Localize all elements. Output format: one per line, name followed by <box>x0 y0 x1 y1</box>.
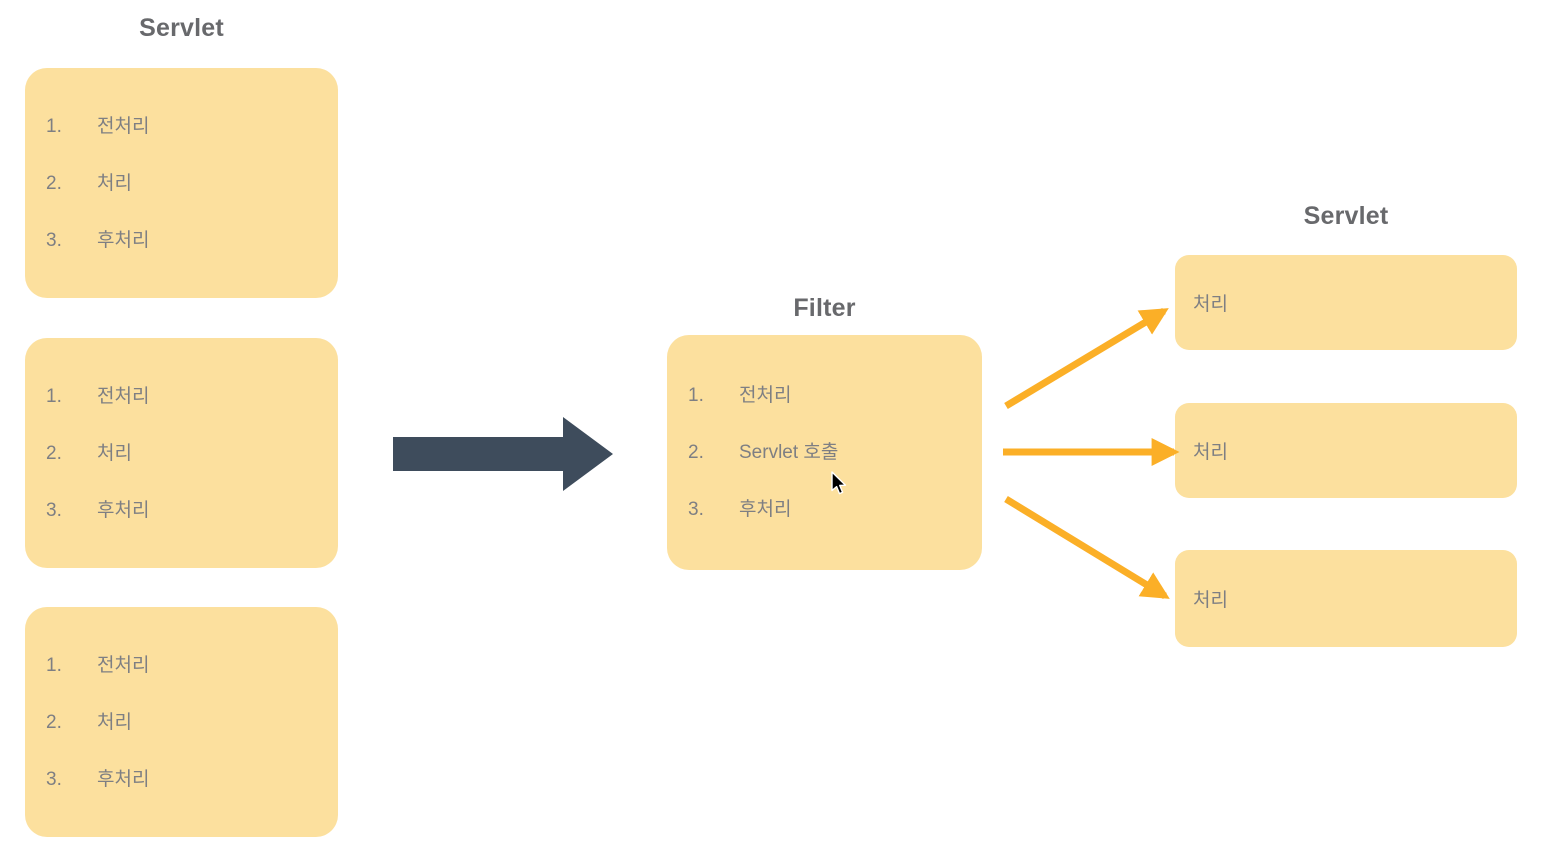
filter-to-servlet-arrow-3 <box>1004 496 1170 599</box>
item-number: 2. <box>688 442 704 463</box>
box-label: 처리 <box>1193 294 1228 315</box>
item-label: 처리 <box>97 442 132 464</box>
mouse-cursor-icon <box>831 471 847 495</box>
item-label: 후처리 <box>97 768 150 790</box>
item-label: 처리 <box>97 711 132 733</box>
list-item: 2. Servlet 호출 <box>688 442 982 463</box>
box-label: 처리 <box>1193 590 1228 611</box>
list-item: 2. 처리 <box>46 173 338 194</box>
box-label: 처리 <box>1193 442 1228 463</box>
transform-arrow <box>393 417 613 491</box>
servlet-after-title: Servlet <box>1303 202 1389 230</box>
item-number: 3. <box>46 229 62 251</box>
item-number: 2. <box>46 442 62 464</box>
item-label: 전처리 <box>97 385 150 407</box>
item-label: 후처리 <box>739 499 792 520</box>
list-item: 1. 전처리 <box>46 116 338 137</box>
list-item: 3. 후처리 <box>46 230 338 251</box>
list-item: 1. 전처리 <box>46 386 338 407</box>
filter-box: 1. 전처리 2. Servlet 호출 3. 후처리 <box>667 335 982 570</box>
item-number: 3. <box>688 499 704 520</box>
servlet-lifecycle-box-1: 1. 전처리 2. 처리 3. 후처리 <box>25 68 338 298</box>
item-label: 전처리 <box>97 115 150 137</box>
list-item: 3. 후처리 <box>46 769 338 790</box>
list-item: 2. 처리 <box>46 443 338 464</box>
list-item: 2. 처리 <box>46 712 338 733</box>
list-item: 1. 전처리 <box>688 385 982 406</box>
item-number: 2. <box>46 711 62 733</box>
item-label: 전처리 <box>97 654 150 676</box>
servlet-before-title: Servlet <box>139 14 224 42</box>
item-label: 전처리 <box>739 385 792 406</box>
list-item: 1. 전처리 <box>46 655 338 676</box>
servlet-handler-box-2: 처리 <box>1175 403 1517 498</box>
item-number: 1. <box>46 115 62 137</box>
item-label: 후처리 <box>97 229 150 251</box>
item-number: 1. <box>688 385 704 406</box>
list-item: 3. 후처리 <box>688 499 982 520</box>
item-label: Servlet 호출 <box>739 442 839 463</box>
filter-title: Filter <box>793 294 856 322</box>
item-label: 후처리 <box>97 499 150 521</box>
list-item: 3. 후처리 <box>46 500 338 521</box>
item-number: 3. <box>46 768 62 790</box>
item-number: 1. <box>46 385 62 407</box>
item-number: 3. <box>46 499 62 521</box>
servlet-handler-box-1: 처리 <box>1175 255 1517 350</box>
item-label: 처리 <box>97 172 132 194</box>
servlet-lifecycle-box-2: 1. 전처리 2. 처리 3. 후처리 <box>25 338 338 568</box>
item-number: 2. <box>46 172 62 194</box>
servlet-handler-box-3: 처리 <box>1175 550 1517 647</box>
filter-to-servlet-arrow-1 <box>1004 308 1169 409</box>
item-number: 1. <box>46 654 62 676</box>
servlet-lifecycle-box-3: 1. 전처리 2. 처리 3. 후처리 <box>25 607 338 837</box>
